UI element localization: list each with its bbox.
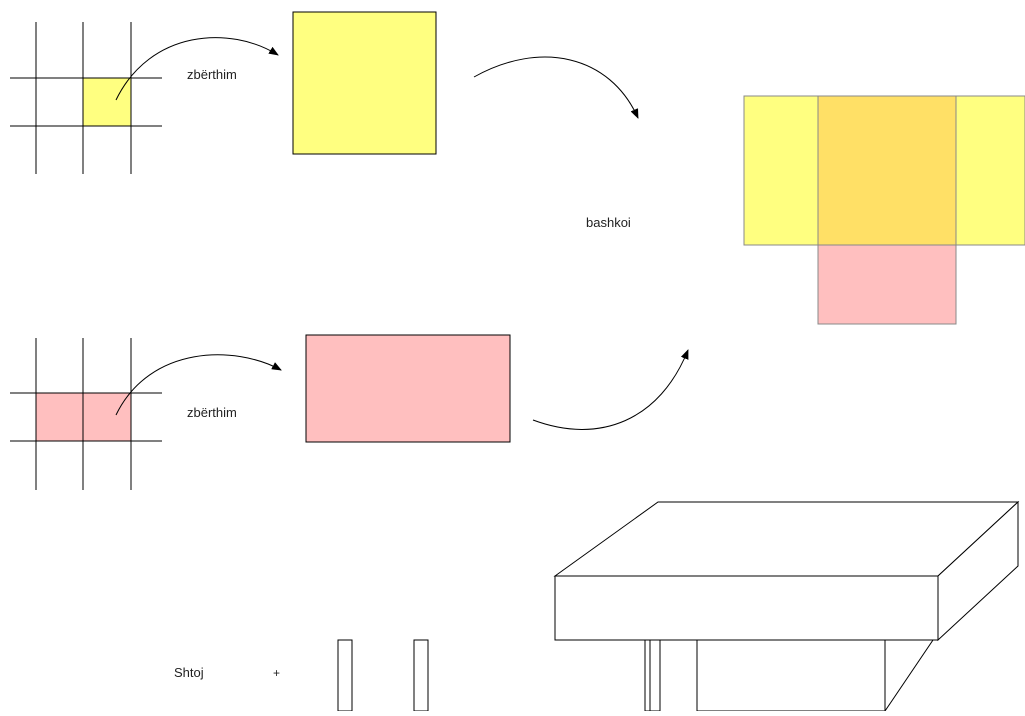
table-apron-front bbox=[696, 639, 886, 712]
table-top-surface bbox=[553, 501, 1020, 577]
table-apron-side bbox=[884, 639, 934, 713]
split-arrow-top bbox=[115, 37, 279, 101]
table-top-front bbox=[554, 575, 939, 641]
split-label-top: zbërthim bbox=[187, 67, 237, 82]
add-label: Shtoj bbox=[174, 665, 204, 680]
table-leg-outer bbox=[644, 639, 661, 712]
join-label: bashkoi bbox=[586, 215, 631, 230]
join-arrow-top bbox=[473, 56, 639, 119]
yellow-square bbox=[292, 11, 437, 155]
bar-right bbox=[413, 639, 429, 712]
plus-sign: + bbox=[273, 666, 281, 680]
split-label-bottom: zbërthim bbox=[187, 405, 237, 420]
split-arrow-bottom bbox=[115, 354, 282, 416]
join-arrow-bottom bbox=[532, 349, 689, 430]
bar-left bbox=[337, 639, 353, 712]
top-grid-selected-cell bbox=[82, 77, 132, 127]
table-3d bbox=[553, 500, 1020, 713]
add-bars bbox=[337, 639, 429, 712]
joined-shape bbox=[743, 95, 1025, 325]
bottom-grid bbox=[10, 338, 162, 490]
pink-rectangle bbox=[305, 334, 511, 443]
top-grid bbox=[10, 22, 162, 174]
